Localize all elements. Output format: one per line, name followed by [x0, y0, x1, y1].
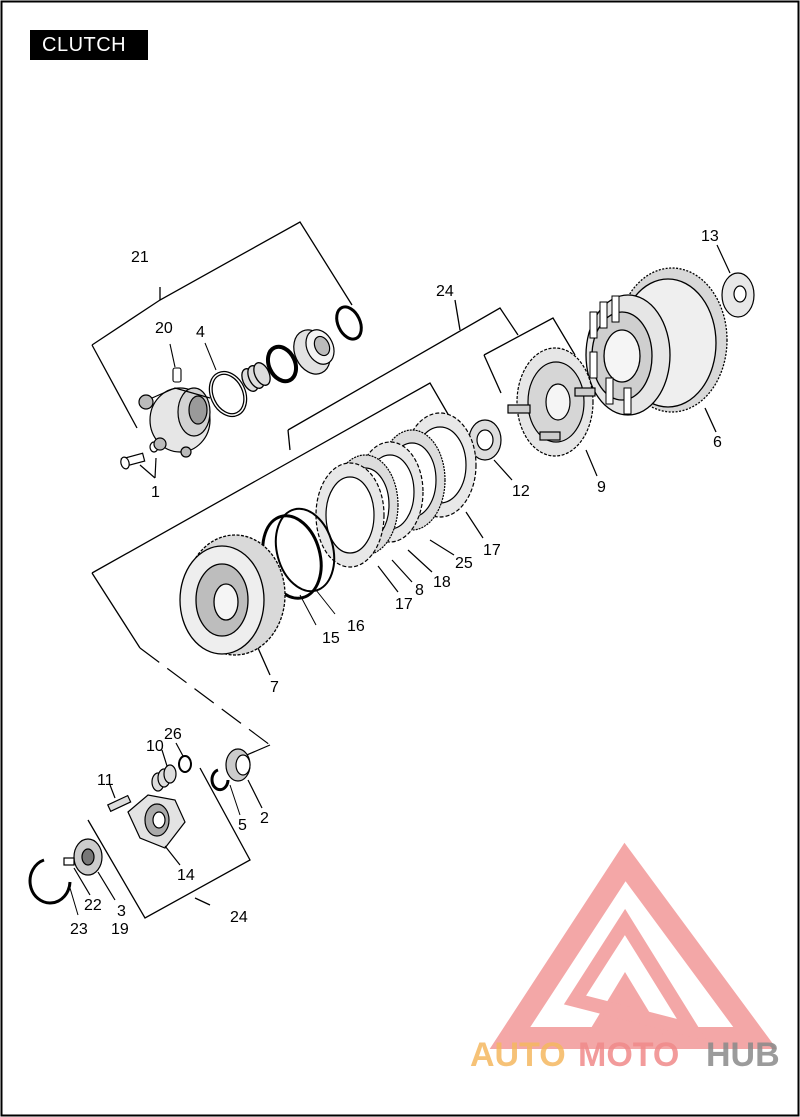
center-line — [139, 647, 271, 746]
label-24a: 24 — [436, 283, 454, 300]
label-15: 15 — [322, 630, 340, 647]
part-2-flange — [225, 748, 263, 809]
part-7-pressure-plate — [179, 534, 286, 676]
label-21: 21 — [131, 249, 149, 266]
watermark-hub: HUB — [706, 1036, 780, 1074]
label-1: 1 — [151, 484, 160, 501]
clutch-plate-stack — [315, 412, 484, 593]
watermark-moto: MOTO — [578, 1036, 679, 1074]
label-13: 13 — [701, 228, 719, 245]
page-title: CLUTCH — [30, 30, 148, 60]
part-14-adjuster-plate — [127, 794, 186, 866]
watermark-logo — [489, 842, 777, 1049]
part-13-washer — [716, 244, 755, 318]
bracket-24-lower — [87, 767, 251, 919]
release-spring — [241, 362, 271, 392]
parts-10-26-spring — [151, 742, 192, 792]
watermark-text: AUTO MOTO HUB — [470, 1036, 780, 1074]
release-piston — [293, 329, 335, 375]
label-26: 26 — [164, 726, 182, 743]
watermark-auto: AUTO — [470, 1036, 566, 1074]
label-24b: 24 — [230, 909, 248, 926]
bracket-21 — [91, 221, 353, 429]
label-9: 9 — [597, 479, 606, 496]
parts-3-19-22-adjuster — [63, 838, 116, 901]
label-17a: 17 — [395, 596, 413, 613]
label-14: 14 — [177, 867, 195, 884]
label-16: 16 — [347, 618, 365, 635]
bracket-24-upper — [91, 299, 576, 649]
label-20: 20 — [155, 320, 173, 337]
part-20-bleeder — [169, 343, 182, 383]
label-23: 23 — [70, 921, 88, 938]
part-4-oring — [204, 342, 248, 418]
part-12-bearing — [468, 419, 513, 481]
part-6-clutch-shell — [585, 267, 728, 433]
label-2: 2 — [260, 810, 269, 827]
label-3: 3 — [117, 903, 126, 920]
label-11: 11 — [97, 772, 114, 789]
part-5-retaining-ring — [210, 768, 241, 816]
label-5: 5 — [238, 817, 247, 834]
part-9-clutch-hub — [507, 347, 598, 477]
release-cover — [138, 387, 211, 458]
part-23-snap-ring — [28, 858, 79, 916]
label-18: 18 — [433, 574, 451, 591]
label-22: 22 — [84, 897, 102, 914]
release-snap-ring — [265, 344, 299, 384]
part-11-screw — [106, 784, 132, 813]
label-8: 8 — [415, 582, 424, 599]
label-19: 19 — [111, 921, 129, 938]
callout-labels: 1 2 3 4 5 6 7 8 9 10 11 12 13 14 15 16 1… — [70, 228, 722, 938]
release-seal — [335, 305, 363, 341]
label-10: 10 — [146, 738, 164, 755]
label-25: 25 — [455, 555, 473, 572]
part-1-bolt — [120, 441, 159, 479]
label-6: 6 — [713, 434, 722, 451]
label-4: 4 — [196, 324, 205, 341]
label-17b: 17 — [483, 542, 501, 559]
label-7: 7 — [270, 679, 279, 696]
label-12: 12 — [512, 483, 530, 500]
